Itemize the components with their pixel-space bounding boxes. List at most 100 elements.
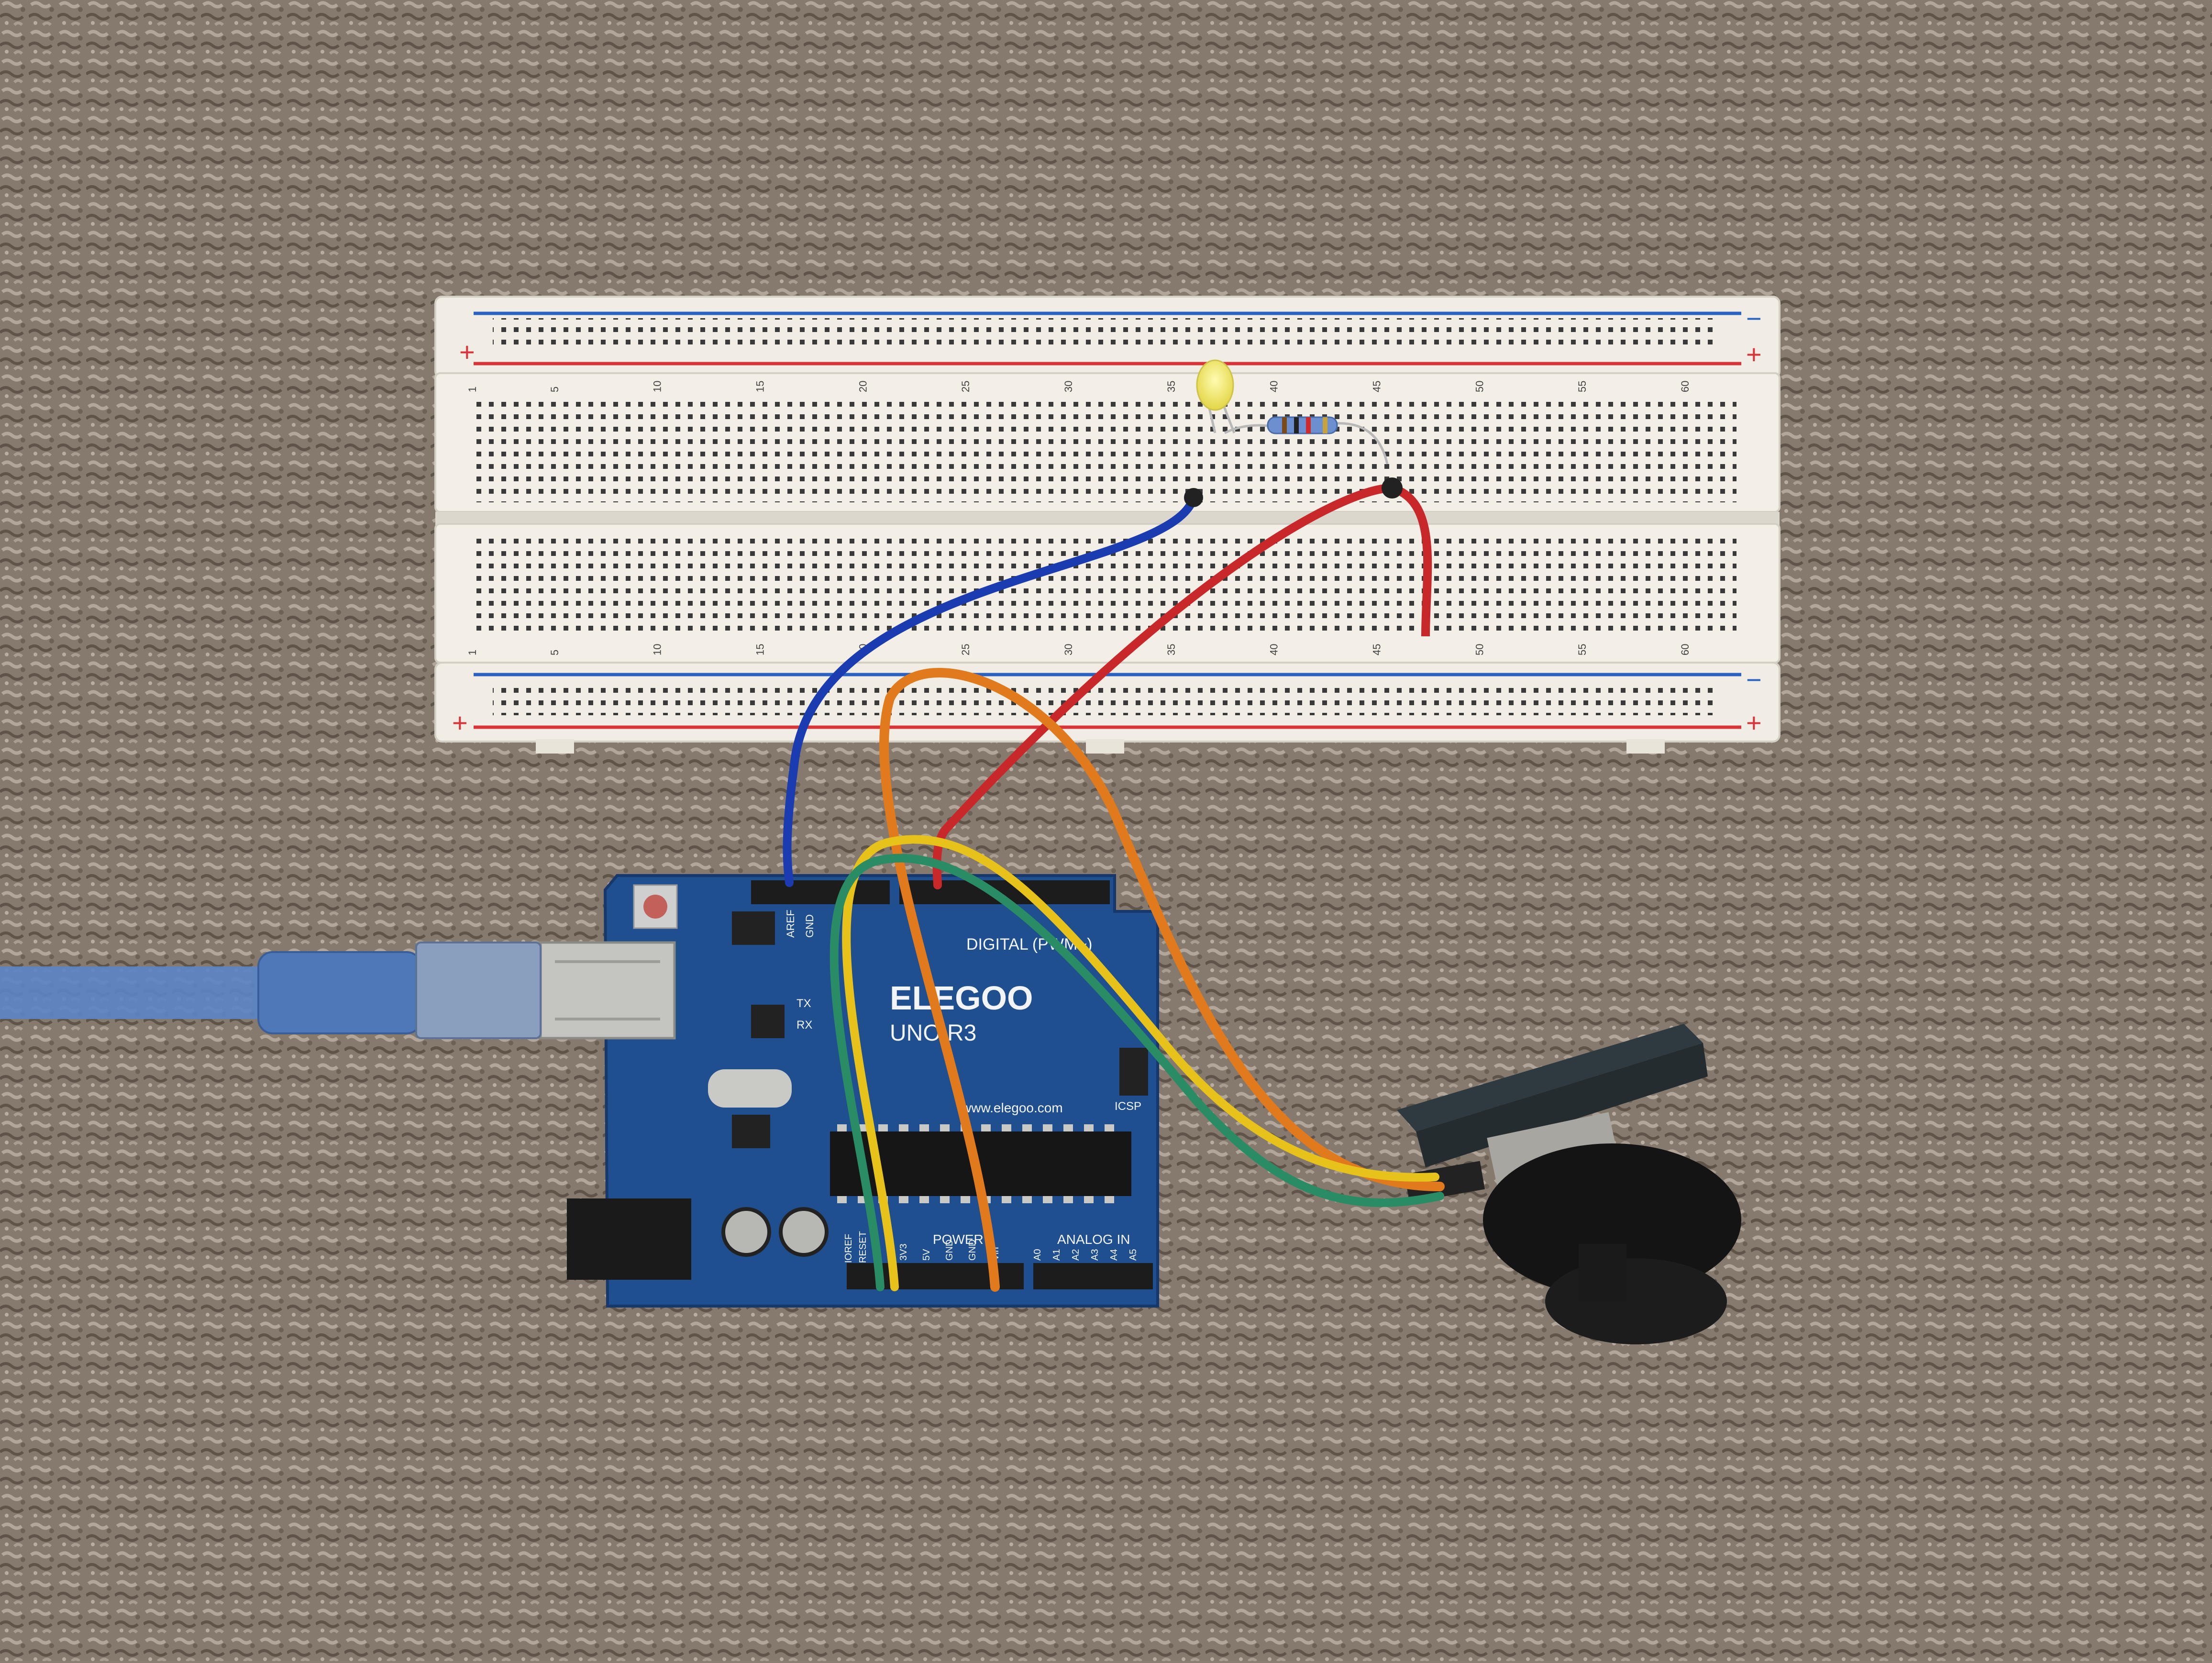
chip-pin [837, 1196, 847, 1203]
column-number: 40 [1268, 381, 1280, 392]
chip-pin [1063, 1196, 1073, 1203]
column-number: 20 [857, 381, 869, 392]
power-label: POWER [933, 1232, 984, 1247]
column-number: 15 [754, 381, 766, 392]
column-number: 10 [652, 644, 664, 655]
column-number: 15 [754, 644, 766, 655]
power-pin-label: 3V3 [898, 1243, 909, 1261]
usb-b-connector [539, 941, 676, 1040]
chip-pin [919, 1124, 929, 1131]
analog-header [1033, 1263, 1153, 1289]
analog-pin-label: A5 [1128, 1249, 1139, 1261]
chip-pin [899, 1124, 908, 1131]
gnd-label: GND [804, 914, 816, 938]
analog-pin-label: A0 [1032, 1249, 1043, 1261]
usb-cable [0, 942, 542, 1039]
column-number: 60 [1679, 381, 1691, 392]
column-number: 35 [1165, 644, 1177, 655]
column-number: 55 [1576, 381, 1588, 392]
column-number: 35 [1165, 381, 1177, 392]
rx-label: RX [796, 1019, 812, 1031]
joystick-module [1397, 1024, 1741, 1344]
rail-minus-label: − [1746, 303, 1762, 333]
analog-pin-label: A1 [1051, 1249, 1062, 1261]
dc-barrel-jack [567, 1198, 691, 1280]
ioref-label: IOREF [843, 1234, 854, 1263]
tx-label: TX [796, 997, 811, 1010]
chip-pin [1105, 1196, 1114, 1203]
wires [783, 477, 1445, 1292]
chip-pin [981, 1124, 991, 1131]
rail-plus-label-bottom-right: + [1746, 708, 1762, 738]
joystick-cap [1545, 1258, 1727, 1344]
wire-green [830, 854, 1444, 1291]
power-pin-label: GND [967, 1240, 978, 1261]
column-number: 25 [960, 381, 972, 392]
column-number: 25 [960, 644, 972, 655]
chip-pin [1002, 1196, 1011, 1203]
chip-pin [1022, 1196, 1032, 1203]
rail-minus-label-bottom: − [1746, 665, 1762, 695]
chip-pin [1084, 1196, 1094, 1203]
column-number: 60 [1679, 644, 1691, 655]
column-number: 50 [1473, 381, 1485, 392]
wire-yellow [842, 835, 1439, 1291]
analog-pin-label: A4 [1109, 1249, 1119, 1261]
arduino-brand: ELEGOO [890, 979, 1033, 1017]
wire-blue [783, 493, 1198, 887]
icsp-label: ICSP [1115, 1100, 1141, 1113]
arduino-website: www.elegoo.com [961, 1100, 1063, 1115]
analog-pin-label: A2 [1071, 1249, 1081, 1261]
arduino-model: UNO R3 [890, 1020, 976, 1046]
chip-pin [1043, 1124, 1052, 1131]
rail-plus-label-right: + [1746, 339, 1762, 369]
wire-orange [879, 668, 1445, 1292]
chip-pin [837, 1124, 847, 1131]
chip-pin [1022, 1124, 1032, 1131]
column-number: 30 [1062, 644, 1074, 655]
chip-pin [1063, 1124, 1073, 1131]
chip-pin [940, 1196, 950, 1203]
analog-label: ANALOG IN [1057, 1232, 1130, 1247]
reset-label: RESET [858, 1231, 868, 1263]
joystick-base [1483, 1143, 1741, 1297]
column-number: 45 [1371, 644, 1383, 655]
capacitor-2 [779, 1207, 829, 1257]
chip-pin [1105, 1124, 1114, 1131]
column-number: 5 [549, 650, 561, 655]
column-number: 40 [1268, 644, 1280, 655]
chip-pin [899, 1196, 908, 1203]
led [1196, 359, 1236, 433]
rail-plus-label: + [459, 337, 475, 367]
rail-plus-label-bottom: + [452, 708, 468, 738]
chip-pin [1043, 1196, 1052, 1203]
capacitor-1 [721, 1207, 771, 1257]
column-number: 50 [1473, 644, 1485, 655]
column-number: 10 [652, 381, 664, 392]
chip-pin [1084, 1124, 1094, 1131]
resistor [1224, 416, 1389, 465]
column-number: 5 [549, 387, 561, 392]
chip-pin [1002, 1124, 1011, 1131]
column-number: 1 [466, 387, 478, 392]
column-number: 55 [1576, 644, 1588, 655]
power-pin-label: 5V [921, 1249, 932, 1261]
aref-label: AREF [785, 909, 796, 938]
chip-pin [878, 1124, 888, 1131]
column-number: 1 [466, 650, 478, 655]
digital-header-low [751, 880, 890, 904]
chip-pin [961, 1196, 970, 1203]
column-number: 30 [1062, 381, 1074, 392]
wire-red [932, 484, 1396, 889]
chip-pin [940, 1124, 950, 1131]
power-pin-label: GND [944, 1240, 955, 1261]
chip-pin [919, 1196, 929, 1203]
column-number: 45 [1371, 381, 1383, 392]
